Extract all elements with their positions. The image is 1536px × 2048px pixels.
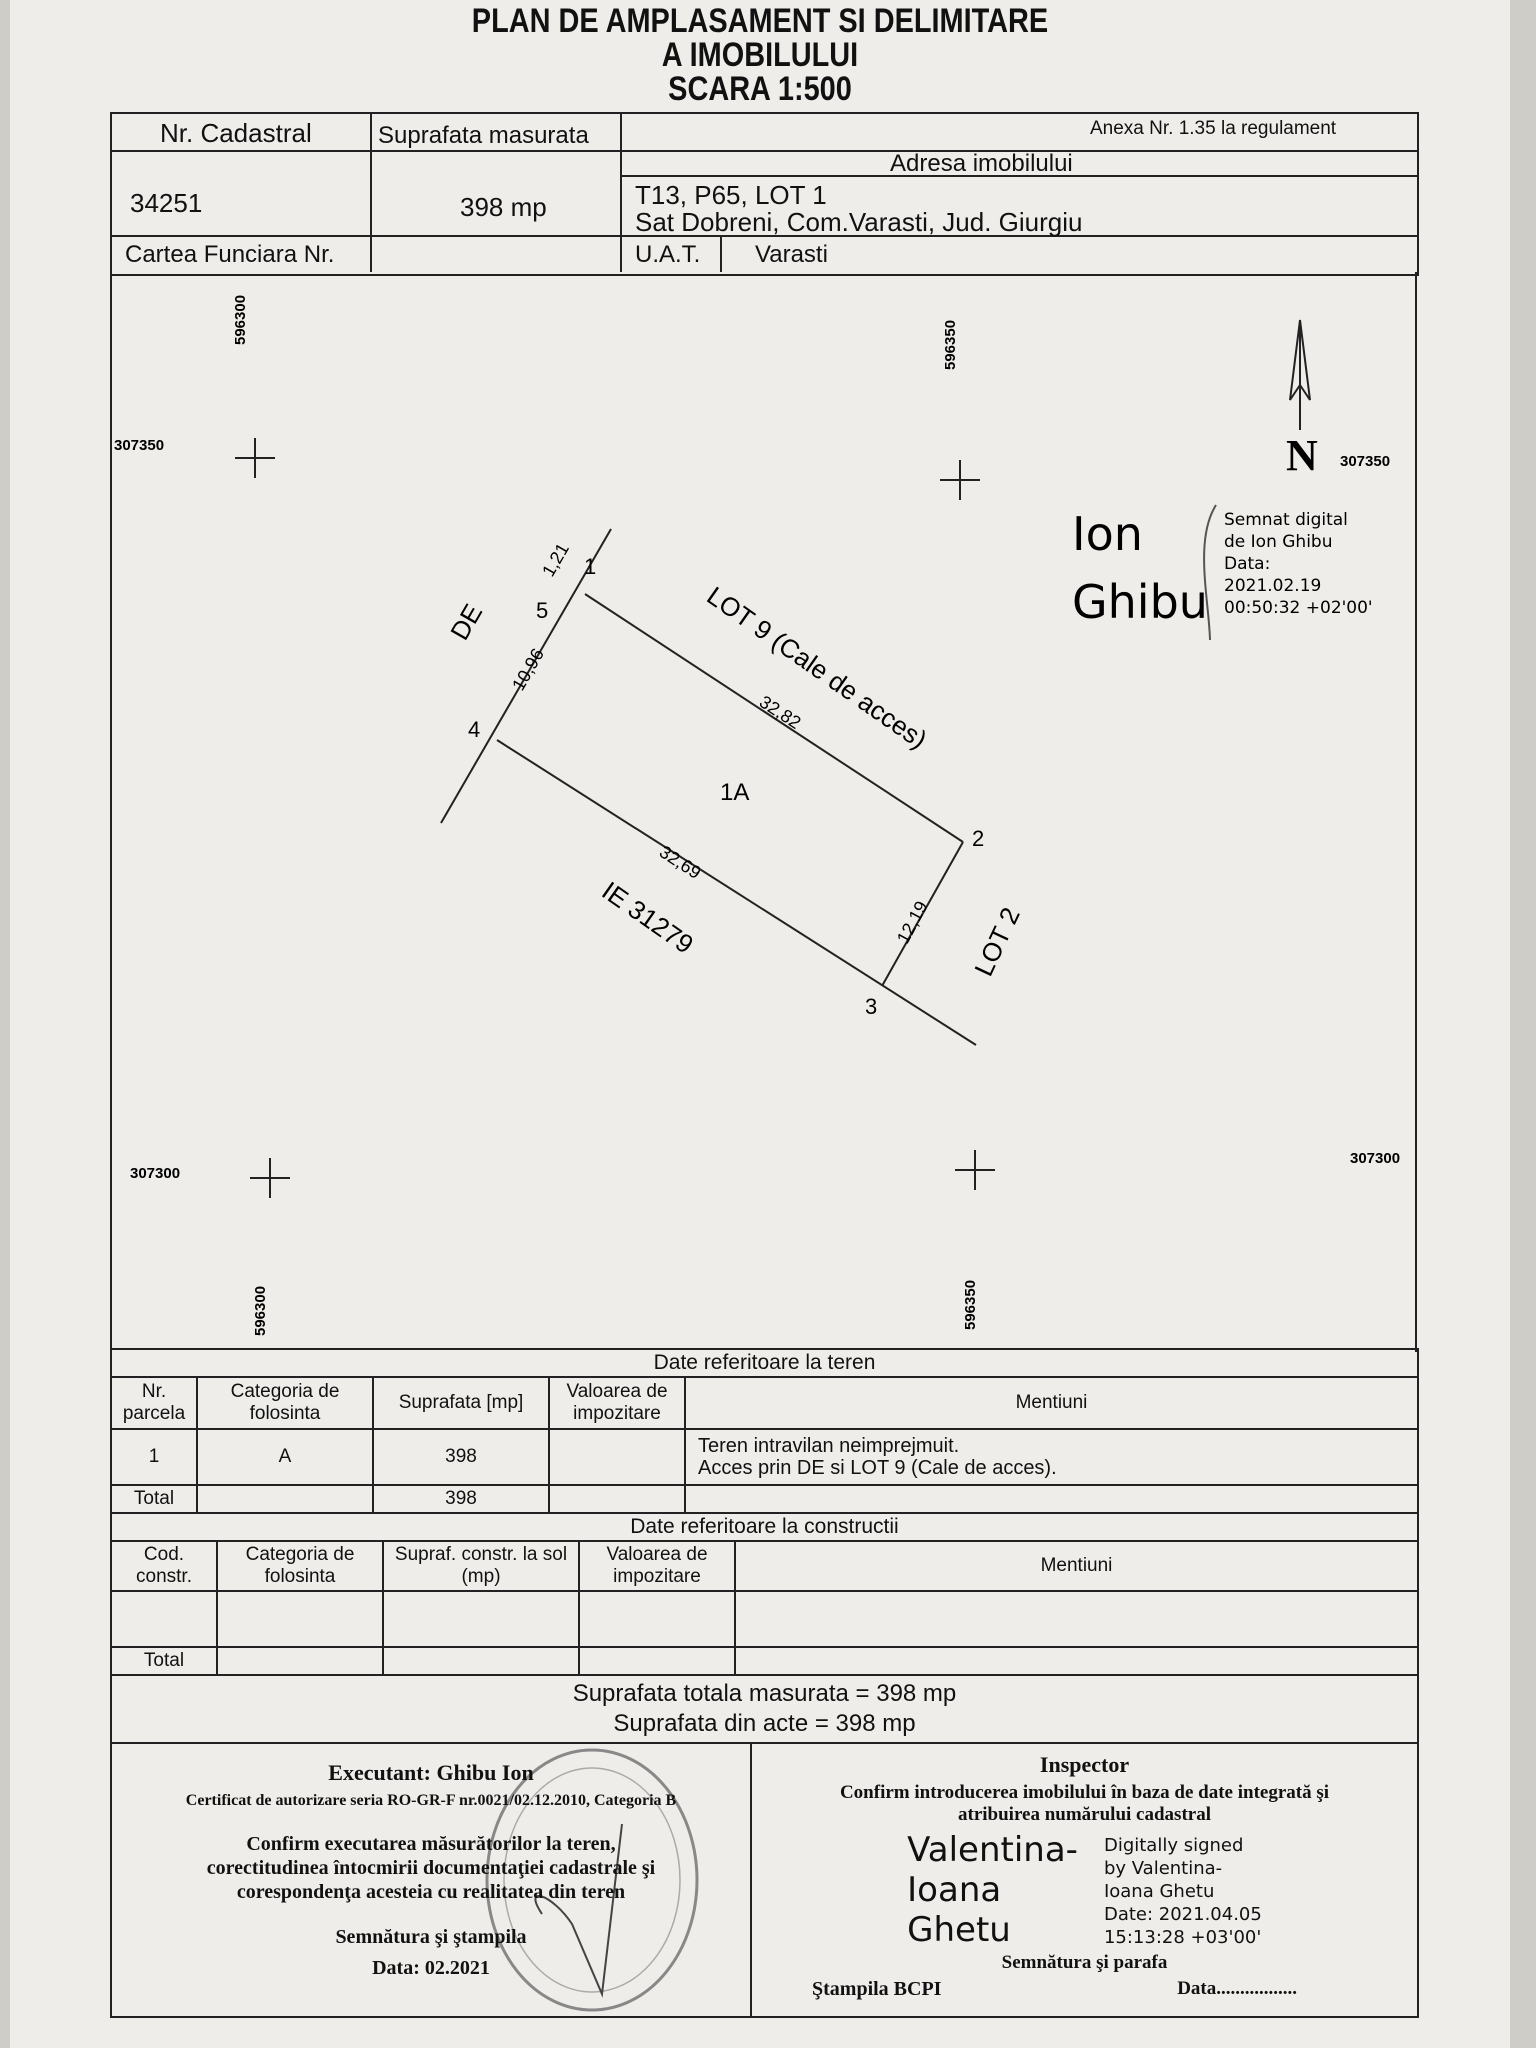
point-2: 2: [972, 826, 984, 851]
label-de: DE: [444, 599, 488, 645]
svg-text:de Ion Ghibu: de Ion Ghibu: [1224, 532, 1332, 552]
stamp-bcpi: Ştampila BCPI: [812, 1978, 942, 2000]
grid-x1-top: 596300: [232, 295, 249, 345]
title-line1: PLAN DE AMPLASAMENT SI DELIMITARE: [471, 2, 1049, 40]
adresa-label: Adresa imobilului: [890, 150, 1073, 177]
cf-label: Cartea Funciara Nr.: [125, 241, 335, 268]
dist-1-5: 1,21: [538, 540, 573, 580]
grid-y1-right: 307350: [1340, 453, 1390, 470]
svg-text:Ion: Ion: [1072, 507, 1143, 561]
grid-x2-top: 596350: [942, 320, 959, 370]
point-3: 3: [865, 994, 877, 1019]
title-line2: A IMOBILULUI: [661, 36, 859, 74]
boundary-lot2: [881, 841, 964, 987]
boundary-lot9: [584, 593, 964, 843]
grid-y2-left: 307300: [130, 1165, 180, 1182]
parcel-drawing: N 596300 596350 596300 596350 307350 307…: [114, 295, 1400, 1336]
svg-text:Semnat digital: Semnat digital: [1224, 510, 1348, 530]
inspector-section: Inspector Confirm introducerea imobilulu…: [812, 1752, 1330, 2000]
uat-label: U.A.T.: [635, 241, 701, 268]
svg-text:2021.02.19: 2021.02.19: [1224, 576, 1321, 596]
dist-5-4: 10,96: [508, 645, 548, 694]
point-1: 1: [584, 554, 596, 579]
total-measured-area: Suprafata totala masurata = 398 mp: [572, 1680, 957, 1707]
grid-y2-right: 307300: [1350, 1150, 1400, 1167]
uat-value: Varasti: [755, 241, 828, 268]
document-page: PLAN DE AMPLASAMENT SI DELIMITARE A IMOB…: [10, 0, 1510, 2048]
suprafata-label: Suprafata masurata: [378, 122, 589, 149]
svg-text:Data:: Data:: [1224, 554, 1270, 574]
grid-x2-bottom: 596350: [962, 1280, 979, 1330]
title-line3: SCARA 1:500: [668, 70, 852, 108]
constructii-title: Date referitoare la constructii: [630, 1515, 899, 1538]
annex-note: Anexa Nr. 1.35 la regulament: [1090, 118, 1337, 139]
point-5: 5: [536, 598, 548, 623]
inspector-date: Data.................: [1177, 1978, 1297, 1999]
north-label: N: [1286, 431, 1318, 480]
parcel-label: 1A: [720, 779, 749, 806]
grid-cross: [235, 438, 995, 1198]
boundary-de: [440, 528, 612, 824]
label-lot2: LOT 2: [968, 903, 1026, 981]
suprafata-value: 398 mp: [460, 192, 547, 222]
svg-text:Ghibu: Ghibu: [1072, 575, 1208, 629]
label-ie: IE 31279: [597, 875, 699, 959]
dist-1-2: 32,82: [756, 692, 805, 733]
dist-4-3: 32,69: [656, 842, 705, 883]
executant-stamp: [485, 1748, 699, 2012]
point-4: 4: [468, 717, 480, 742]
dist-2-3: 12,19: [893, 898, 932, 947]
area-from-acts: Suprafata din acte = 398 mp: [613, 1710, 916, 1737]
north-arrow: [1289, 319, 1311, 430]
grid-x1-bottom: 596300: [252, 1286, 269, 1336]
teren-title: Date referitoare la teren: [653, 1351, 876, 1374]
nr-cadastral-label: Nr. Cadastral: [160, 118, 312, 148]
grid-y1-left: 307350: [114, 437, 164, 454]
nr-cadastral-value: 34251: [130, 188, 203, 218]
svg-text:00:50:32 +02'00': 00:50:32 +02'00': [1224, 598, 1373, 618]
boundary-ie: [496, 739, 977, 1046]
label-lot9: LOT 9 (Cale de acces): [702, 580, 933, 754]
adresa-line2: Sat Dobreni, Com.Varasti, Jud. Giurgiu: [635, 207, 1083, 237]
signature-block: Executant: Ghibu Ion Certificat de autor…: [110, 1742, 1419, 2018]
adresa-line1: T13, P65, LOT 1: [635, 180, 827, 210]
executant-section: Executant: Ghibu Ion Certificat de autor…: [112, 1744, 752, 2016]
header-table: [110, 112, 1419, 276]
